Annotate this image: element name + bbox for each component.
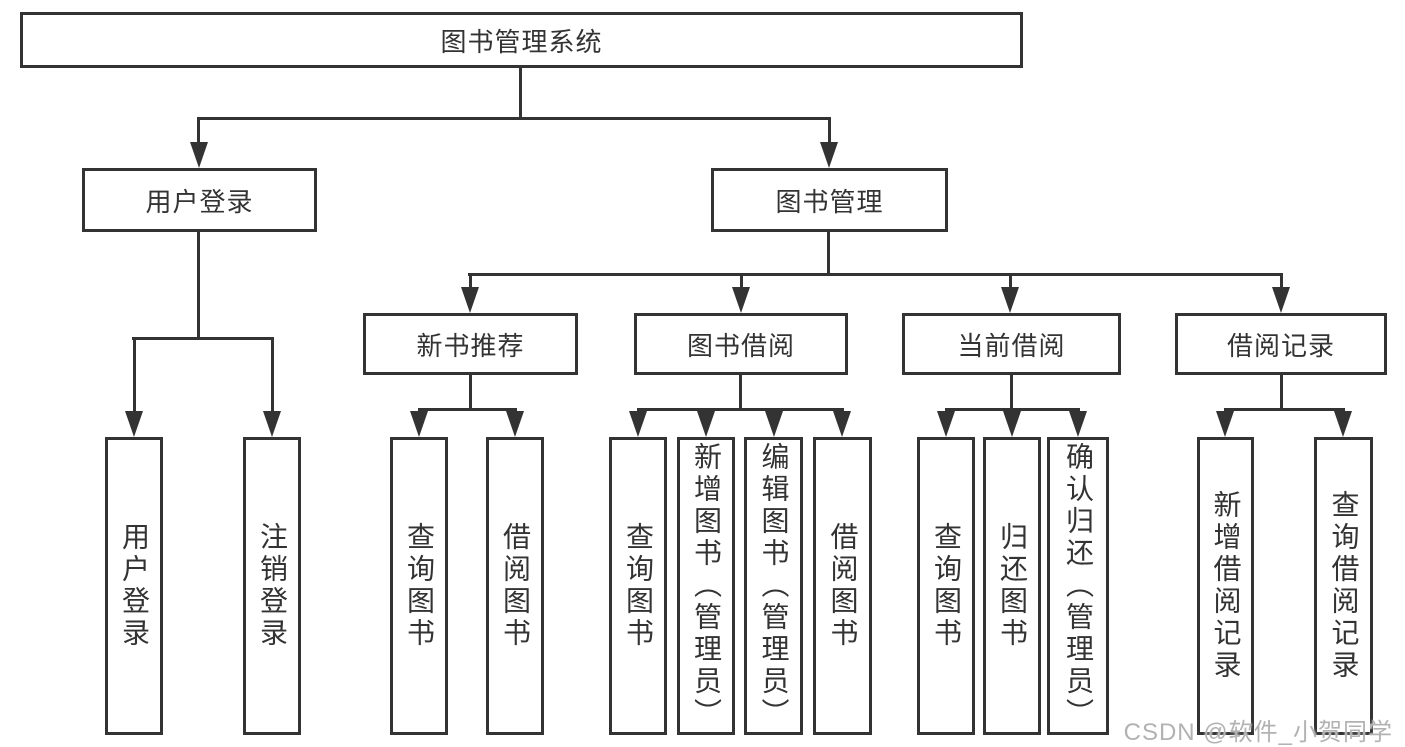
connector-line: [197, 117, 200, 145]
node-current-borrowing-label: 当前借阅: [957, 330, 1066, 361]
connector-line: [133, 337, 136, 413]
leaf-query-books-current-label: 查询图书: [931, 522, 962, 650]
arrow-down-icon: [937, 411, 955, 437]
node-book-borrowing-label: 图书借阅: [686, 330, 795, 361]
connector-line: [1224, 408, 1345, 411]
arrow-down-icon: [461, 287, 479, 313]
leaf-query-books-recommend-label: 查询图书: [404, 522, 435, 650]
node-new-book-recommend-label: 新书推荐: [416, 330, 525, 361]
arrow-down-icon: [732, 287, 750, 313]
node-book-management-label: 图书管理: [775, 186, 884, 217]
leaf-return-books-label: 归还图书: [997, 522, 1028, 650]
leaf-add-books-admin-label: 新增图书（管理员）: [691, 442, 722, 730]
arrow-down-icon: [820, 142, 838, 168]
connector-line: [827, 232, 830, 276]
connector-line: [1280, 273, 1283, 290]
arrow-down-icon: [506, 411, 524, 437]
arrow-down-icon: [1069, 411, 1087, 437]
leaf-add-borrow-record-label: 新增借阅记录: [1210, 490, 1242, 682]
connector-line: [1009, 273, 1012, 290]
connector-line: [1010, 375, 1013, 411]
connector-line: [740, 273, 743, 290]
leaf-logout-label: 注销登录: [257, 522, 288, 650]
arrow-down-icon: [1003, 411, 1021, 437]
arrow-down-icon: [1001, 287, 1019, 313]
leaf-edit-books-admin: 编辑图书（管理员）: [744, 437, 803, 735]
node-borrowing-records-label: 借阅记录: [1226, 330, 1335, 361]
connector-line: [197, 117, 831, 120]
arrow-down-icon: [190, 142, 208, 168]
leaf-query-books-recommend: 查询图书: [390, 437, 448, 735]
connector-line: [519, 68, 522, 118]
root-node-library-system: 图书管理系统: [20, 12, 1023, 68]
connector-line: [828, 117, 831, 145]
arrow-down-icon: [833, 411, 851, 437]
leaf-return-books: 归还图书: [983, 437, 1041, 735]
arrow-down-icon: [697, 411, 715, 437]
leaf-edit-books-admin-label: 编辑图书（管理员）: [758, 442, 790, 730]
leaf-logout: 注销登录: [243, 437, 301, 735]
connector-line: [469, 273, 472, 290]
leaf-add-borrow-record: 新增借阅记录: [1197, 437, 1254, 735]
node-user-login: 用户登录: [82, 168, 317, 232]
connector-line: [197, 232, 200, 340]
node-book-borrowing: 图书借阅: [634, 313, 848, 375]
connector-line: [271, 337, 274, 413]
leaf-user-login: 用户登录: [105, 437, 163, 735]
connector-line: [637, 408, 844, 411]
connector-line: [132, 337, 274, 340]
leaf-borrow-books-recommend-label: 借阅图书: [500, 522, 531, 650]
connector-line: [945, 408, 1080, 411]
csdn-watermark: CSDN @软件_小贺同学: [1123, 719, 1393, 746]
leaf-query-books-borrowing: 查询图书: [609, 437, 667, 735]
connector-line: [469, 375, 472, 411]
leaf-query-books-borrowing-label: 查询图书: [623, 522, 654, 650]
leaf-query-borrow-record-label: 查询借阅记录: [1328, 490, 1360, 682]
node-borrowing-records: 借阅记录: [1175, 313, 1387, 375]
leaf-add-books-admin: 新增图书（管理员）: [677, 437, 735, 735]
node-new-book-recommend: 新书推荐: [363, 313, 578, 375]
leaf-confirm-return-admin: 确认归还（管理员）: [1047, 437, 1109, 735]
leaf-borrow-books: 借阅图书: [813, 437, 872, 735]
connector-line: [418, 408, 517, 411]
connector-line: [739, 375, 742, 411]
arrow-down-icon: [765, 411, 783, 437]
leaf-borrow-books-recommend: 借阅图书: [486, 437, 544, 735]
arrow-down-icon: [410, 411, 428, 437]
arrow-down-icon: [263, 411, 281, 437]
leaf-query-borrow-record: 查询借阅记录: [1314, 437, 1373, 735]
node-user-login-label: 用户登录: [145, 186, 254, 217]
arrow-down-icon: [1272, 287, 1290, 313]
leaf-borrow-books-label: 借阅图书: [827, 522, 859, 650]
leaf-user-login-label: 用户登录: [119, 522, 150, 650]
arrow-down-icon: [125, 411, 143, 437]
arrow-down-icon: [1334, 411, 1352, 437]
connector-line: [468, 273, 1282, 276]
leaf-confirm-return-admin-label: 确认归还（管理员）: [1063, 442, 1094, 730]
connector-line: [1280, 375, 1283, 411]
arrow-down-icon: [629, 411, 647, 437]
node-current-borrowing: 当前借阅: [902, 313, 1121, 375]
leaf-query-books-current: 查询图书: [917, 437, 975, 735]
arrow-down-icon: [1216, 411, 1234, 437]
root-node-label: 图书管理系统: [440, 26, 603, 57]
node-book-management: 图书管理: [711, 168, 948, 232]
